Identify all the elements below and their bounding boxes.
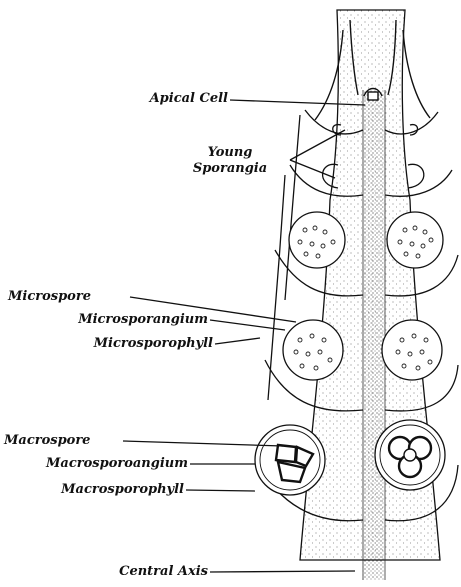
label-apical-cell: Apical Cell bbox=[110, 92, 228, 106]
central-axis-shape bbox=[362, 90, 386, 580]
label-macrospore: Macrospore bbox=[4, 434, 90, 448]
label-central-axis: Central Axis bbox=[60, 565, 208, 579]
label-macrosporoangium: Macrosporoangium bbox=[0, 457, 188, 471]
label-sporangia: Sporangia bbox=[180, 162, 280, 176]
label-microsporangium: Microsporangium bbox=[0, 313, 208, 327]
label-microspore: Microspore bbox=[8, 290, 91, 304]
label-microsporophyll: Microsporophyll bbox=[0, 337, 213, 351]
label-young: Young bbox=[180, 146, 280, 160]
label-macrosporophyll: Macrosporophyll bbox=[0, 483, 184, 497]
